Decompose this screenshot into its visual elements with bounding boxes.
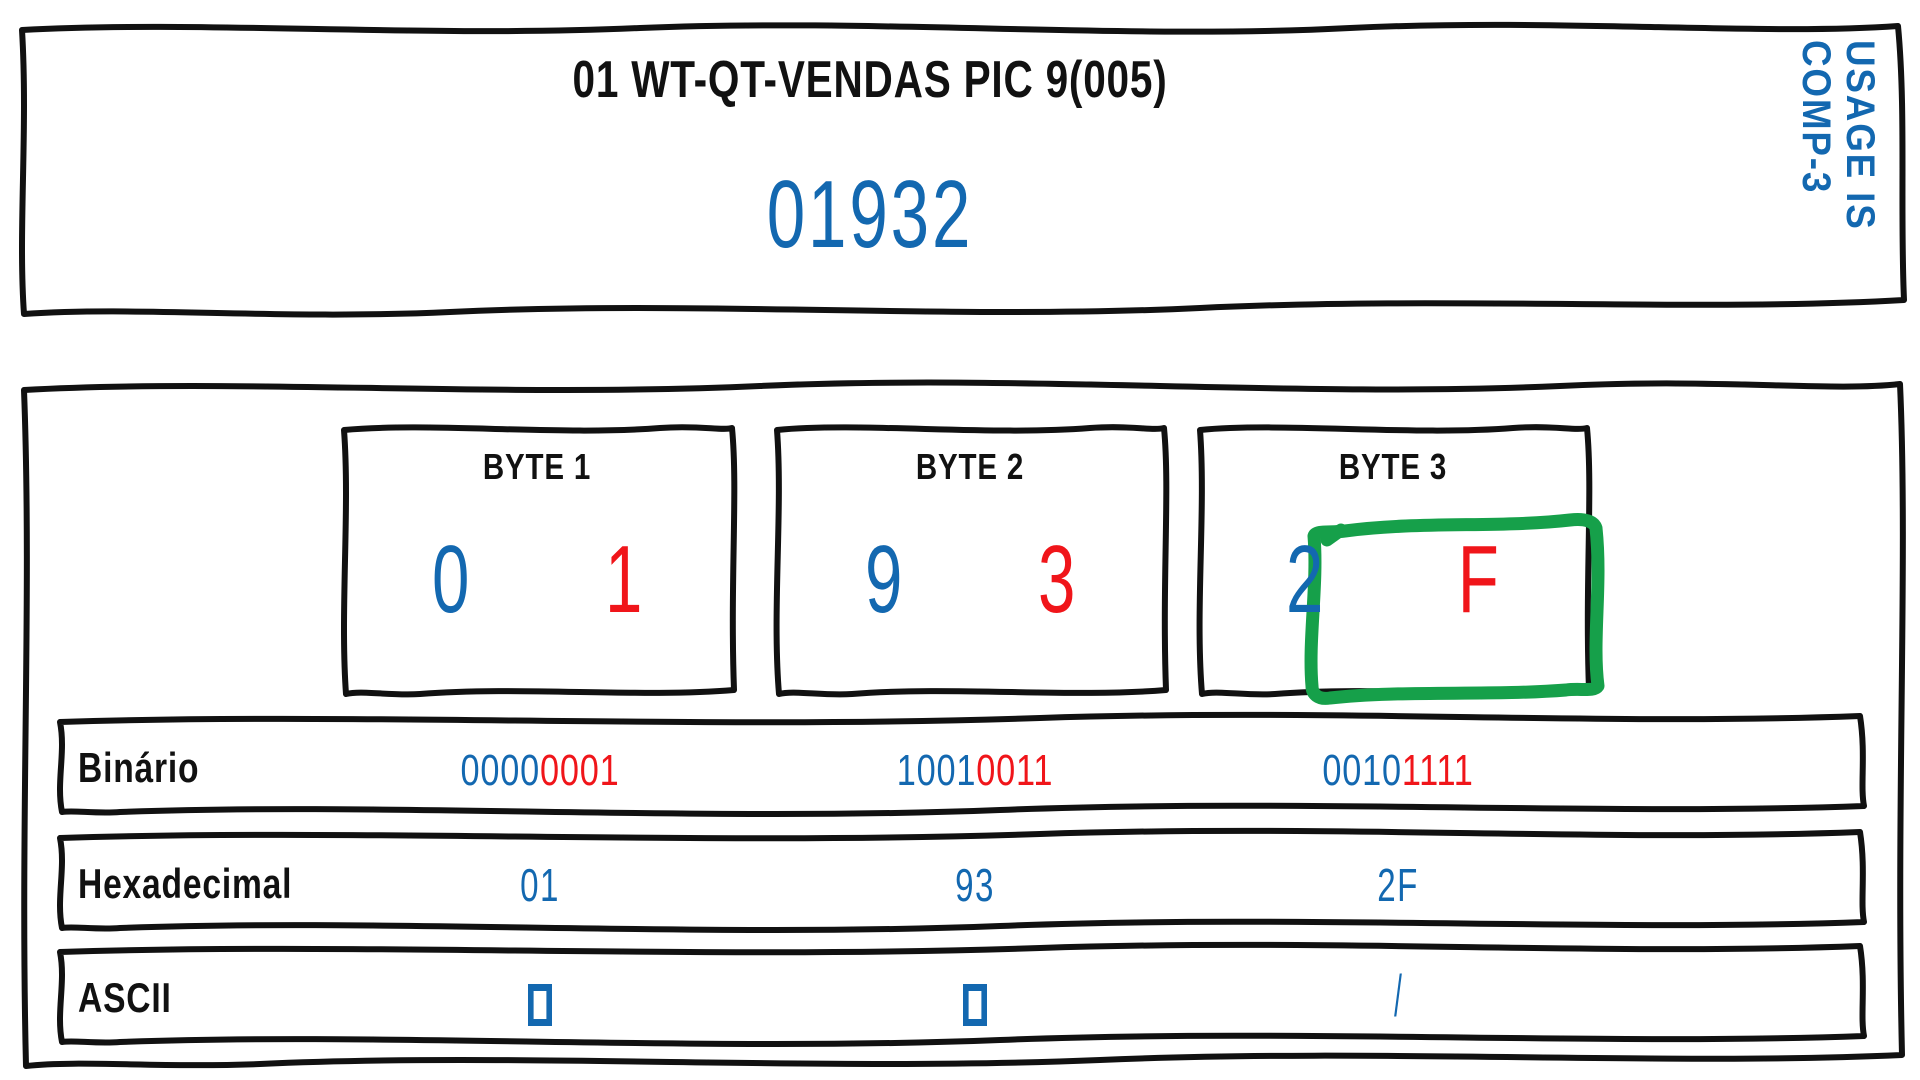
byte-nibbles-1: 0 1 — [364, 500, 710, 660]
byte-label-1: BYTE 1 — [482, 446, 592, 487]
binary-cell-3: 00101111 — [1281, 746, 1515, 796]
byte-3-high-nibble: 2 — [1286, 526, 1324, 633]
binary-cell-2-low: 0011 — [976, 746, 1054, 795]
hex-cell-1: 01 — [520, 859, 560, 911]
unprintable-glyph-icon — [528, 984, 552, 1027]
usage-line-1: USAGE IS — [1838, 40, 1882, 231]
byte-card-1: BYTE 1 0 1 — [342, 428, 732, 688]
unprintable-glyph-icon — [963, 984, 987, 1027]
hex-cell-3: 2F — [1377, 859, 1419, 911]
binary-cell-1-high: 0000 — [460, 746, 540, 795]
binary-cell-1: 00000001 — [423, 746, 657, 796]
byte-nibbles-3: 2 F — [1220, 500, 1566, 660]
byte-1-low-nibble: 1 — [604, 526, 643, 633]
byte-label-2: BYTE 2 — [915, 446, 1025, 487]
byte-2-low-nibble: 3 — [1037, 526, 1076, 633]
row-label-hexadecimal: Hexadecimal — [78, 860, 293, 907]
row-label-binary: Binário — [78, 744, 200, 791]
binary-cell-3-low: 1111 — [1401, 746, 1474, 795]
binary-cell-2: 10010011 — [858, 746, 1092, 796]
byte-label-3: BYTE 3 — [1338, 446, 1448, 487]
binary-cell-3-high: 0010 — [1322, 746, 1402, 795]
ascii-cell-1 — [420, 978, 660, 1028]
byte-1-high-nibble: 0 — [431, 526, 470, 633]
row-label-ascii: ASCII — [78, 974, 172, 1021]
page-title: 01 WT-QT-VENDAS PIC 9(005) — [572, 51, 1168, 109]
byte-3-low-nibble: F — [1457, 526, 1499, 633]
field-value: 01932 — [766, 161, 974, 268]
binary-cell-1-low: 0001 — [540, 746, 620, 795]
byte-2-high-nibble: 9 — [864, 526, 903, 633]
byte-card-2: BYTE 2 9 3 — [775, 428, 1165, 688]
hex-cell-2: 93 — [955, 859, 995, 911]
byte-nibbles-2: 9 3 — [797, 500, 1143, 660]
ascii-cell-2 — [855, 978, 1095, 1028]
binary-cell-2-high: 1001 — [896, 746, 977, 795]
usage-annotation: USAGE IS COMP-3 — [1794, 40, 1882, 290]
byte-card-3: BYTE 3 2 F — [1198, 428, 1588, 688]
ascii-cell-3-char: / — [1394, 964, 1402, 1029]
ascii-cell-3: / — [1278, 968, 1518, 1027]
usage-line-2: COMP-3 — [1794, 40, 1838, 195]
